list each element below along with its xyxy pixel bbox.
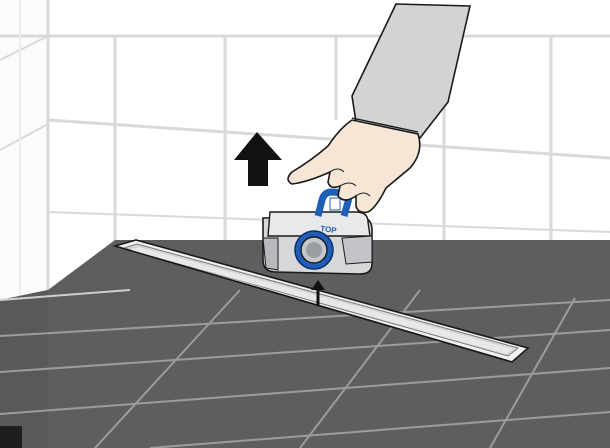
step-badge <box>0 426 22 448</box>
